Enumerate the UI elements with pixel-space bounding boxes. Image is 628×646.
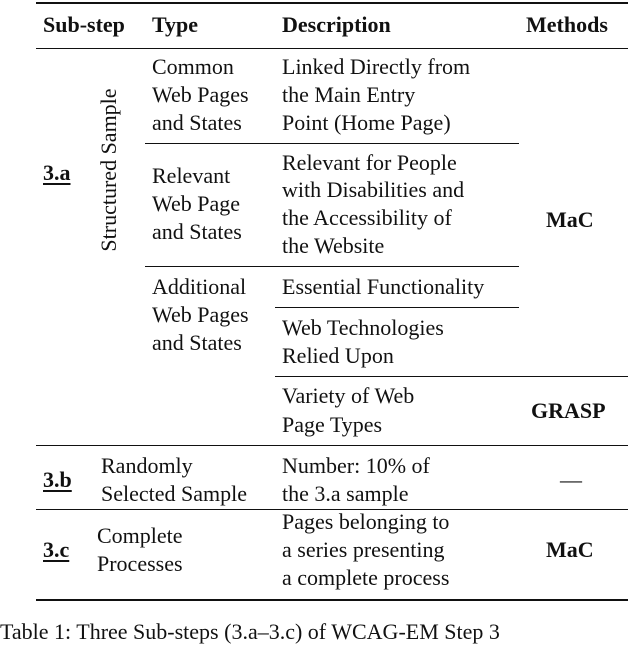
desc-divider-variety	[275, 376, 628, 377]
desc-linked-line3: Point (Home Page)	[282, 110, 451, 135]
header-rule	[36, 48, 628, 49]
table-caption: Table 1: Three Sub-steps (3.a–3.c) of WC…	[0, 619, 500, 644]
method-mac-3c: MaC	[546, 537, 594, 562]
desc-relevant-line4: the Website	[282, 233, 385, 258]
header-type: Type	[152, 12, 199, 37]
desc-number-line2: the 3.a sample	[282, 481, 409, 506]
desc-pages-line1: Pages belonging to	[282, 509, 450, 534]
header-description: Description	[282, 12, 391, 37]
desc-relevant-line1: Relevant for People	[282, 150, 457, 175]
type-common-line2: Web Pages	[152, 82, 249, 107]
type-common-line3: and States	[152, 110, 242, 135]
type-random-line1: Randomly	[101, 453, 193, 478]
substep-label-3a: 3.a	[43, 160, 71, 185]
table-top-rule	[36, 2, 628, 4]
substep-label-3c: 3.c	[43, 537, 70, 562]
type-additional-line1: Additional	[152, 274, 247, 299]
type-divider-2	[145, 266, 519, 267]
section-rule-3b	[36, 509, 628, 510]
desc-pages-line2: a series presenting	[282, 537, 445, 562]
desc-variety-line1: Variety of Web	[282, 383, 415, 408]
type-additional-line3: and States	[152, 330, 242, 355]
method-mac-3a: MaC	[546, 207, 594, 232]
type-additional-line2: Web Pages	[152, 302, 249, 327]
desc-divider-essential	[275, 307, 519, 308]
section-rule-3a	[36, 445, 628, 446]
desc-pages-line3: a complete process	[282, 565, 450, 590]
type-complete-line2: Processes	[97, 551, 183, 576]
desc-webtech-line1: Web Technologies	[282, 315, 444, 340]
desc-linked-line2: the Main Entry	[282, 82, 416, 107]
type-relevant-line2: Web Page	[152, 191, 241, 216]
table-bottom-rule	[36, 599, 628, 601]
type-relevant-line1: Relevant	[152, 163, 231, 188]
desc-linked-line1: Linked Directly from	[282, 54, 471, 79]
desc-number-line1: Number: 10% of	[282, 453, 430, 478]
method-grasp-3a: GRASP	[531, 398, 606, 423]
method-dash-3b: —	[560, 467, 582, 492]
header-substep: Sub-step	[43, 12, 125, 37]
substep-label-3b: 3.b	[43, 467, 72, 492]
desc-webtech-line2: Relied Upon	[282, 343, 394, 368]
type-random-line2: Selected Sample	[101, 481, 248, 506]
type-common-line1: Common	[152, 54, 234, 79]
type-divider-1	[145, 143, 519, 144]
header-methods: Methods	[526, 12, 608, 37]
desc-relevant-line3: the Accessibility of	[282, 205, 452, 230]
desc-variety-line2: Page Types	[282, 412, 383, 437]
desc-relevant-line2: with Disabilities and	[282, 177, 465, 202]
desc-essential-line1: Essential Functionality	[282, 274, 485, 299]
type-complete-line1: Complete	[97, 523, 183, 548]
type-relevant-line3: and States	[152, 219, 242, 244]
